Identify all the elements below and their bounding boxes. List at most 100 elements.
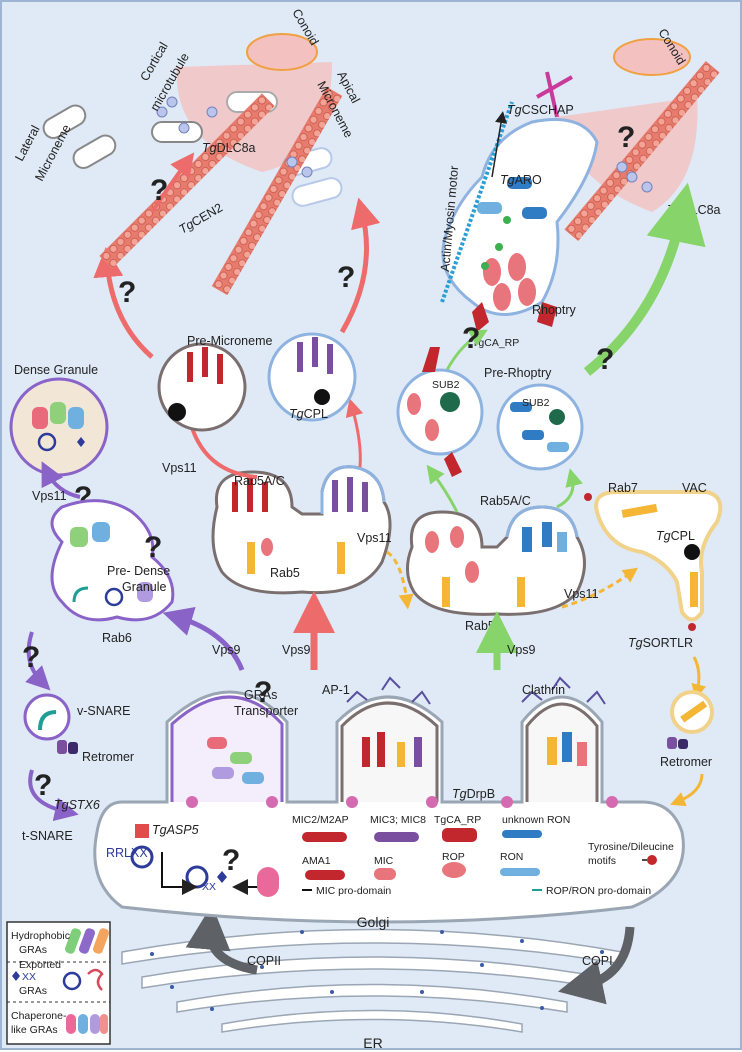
sub2-right-label: SUB2 — [522, 397, 550, 409]
mic2-m2ap-label: MIC2/M2AP — [292, 814, 349, 826]
to-apical-arrow — [339, 197, 381, 334]
apical-left — [42, 33, 343, 296]
vps11-dg-label: Vps11 — [32, 489, 67, 503]
question-conoid-right: ? — [617, 121, 635, 154]
dense-granule-label: Dense Granule — [14, 363, 98, 377]
to-tgcpl-arrow — [345, 398, 364, 468]
golgi-label: Golgi — [357, 914, 390, 930]
mic-prodomain-label: MIC pro-domain — [316, 885, 391, 897]
tgdlc8a-right-label: TgDLC8a — [667, 203, 721, 217]
ama1-label: AMA1 — [302, 855, 331, 867]
rab5-right-label: Rab5 — [465, 619, 495, 633]
to-rhoptry-arrow — [583, 182, 706, 376]
sub2-left-label: SUB2 — [432, 379, 460, 391]
er-label: ER — [363, 1035, 382, 1051]
gras-label-1: GRAs — [244, 688, 277, 702]
tgca-rp-legend-label: TgCA_RP — [434, 814, 481, 826]
question-lateral: ? — [118, 276, 136, 309]
retromer-left-label: Retromer — [82, 750, 134, 764]
legend-exported-1: Exported — [19, 959, 61, 971]
vps9-left-arrow — [162, 606, 245, 671]
copii-label: COPII — [247, 954, 281, 968]
mic-label: MIC — [374, 855, 394, 867]
question-gras: ? — [254, 676, 272, 709]
legend-hydrophobic-2: GRAs — [19, 944, 47, 956]
vps9-left-label: Vps9 — [212, 643, 241, 657]
pre-microneme-1 — [157, 342, 247, 432]
vps11-mic-label: Vps11 — [162, 461, 197, 475]
pre-rhoptry-2 — [496, 383, 584, 471]
unknown-ron-label: unknown RON — [502, 814, 570, 826]
question-prerhoptry: ? — [462, 322, 480, 355]
drpb-label: TgDrpB — [452, 787, 495, 801]
sortlr-label: TgSORTLR — [628, 636, 693, 650]
question-inner: ? — [150, 174, 168, 207]
pre-microneme-2 — [267, 332, 357, 422]
gras-label-2: Transporter — [234, 704, 298, 718]
tyr-dileucine-label-2: motifs — [588, 855, 616, 867]
motor-direction-arrow — [491, 111, 507, 178]
golgi-cargo-legend — [302, 828, 657, 891]
to-prerhoptry-1-arrow — [426, 464, 459, 513]
to-prerhoptry-2-arrow — [556, 468, 583, 509]
retromer-to-golgi-arrow — [670, 773, 704, 807]
tgasp5-label: TgASP5 — [152, 823, 199, 837]
pre-microneme-label: Pre-Microneme — [187, 334, 272, 348]
rop-label: ROP — [442, 851, 465, 863]
vac-organelle — [584, 490, 723, 631]
vsnare-label: v-SNARE — [77, 704, 130, 718]
lateral-label-1: Lateral — [12, 123, 42, 163]
cschap-label: TgCSCHAP — [507, 103, 574, 117]
pre-dense-granule — [50, 499, 175, 622]
tgstx6-label: TgSTX6 — [54, 798, 100, 812]
pre-dense-granule-label-1: Pre- Dense — [107, 564, 170, 578]
question-tsnare: ? — [34, 769, 52, 802]
pre-dense-granule-label-2: Granule — [122, 580, 167, 594]
mic3-mic8-label: MIC3; MIC8 — [370, 814, 426, 826]
rab6-label: Rab6 — [102, 631, 132, 645]
to-retromer-right-arrow — [691, 656, 707, 700]
rab5-rhoptry-compartment — [406, 505, 586, 616]
legend-exported-xx: XX — [22, 971, 36, 983]
legend-chaperone-2: like GRAs — [11, 1024, 58, 1036]
question-rhoptry: ? — [596, 343, 614, 376]
xx-label: XX — [202, 881, 216, 893]
aro-label: TgARO — [500, 173, 542, 187]
retromer-right-label: Retromer — [660, 755, 712, 769]
gra-legend — [6, 921, 111, 1045]
to-tsnare-arrow — [28, 769, 79, 822]
tgcpl-1-label: TgCPL — [289, 407, 328, 421]
legend-exported-2: GRAs — [19, 985, 47, 997]
tgcen2-label: TgCEN2 — [177, 200, 226, 236]
rrlxx-label: RRLXX — [106, 846, 148, 860]
vps11-dg-arrow — [41, 461, 81, 499]
vps11-right-dashed-arrow — [561, 567, 639, 609]
lateral-inner-arrow — [150, 152, 195, 214]
tgdlc8a-left-label: TgDLC8a — [202, 141, 256, 155]
vps11-mid-dashed-arrow — [386, 550, 414, 610]
pre-rhoptry-1 — [396, 347, 484, 477]
question-apical: ? — [337, 261, 355, 294]
copi-arrow — [557, 926, 635, 1005]
tsnare-label: t-SNARE — [22, 829, 73, 843]
copi-label: COPI — [582, 954, 613, 968]
rop-ron-prodomain-label: ROP/RON pro-domain — [546, 885, 651, 897]
question-pdg: ? — [144, 531, 162, 564]
tyr-dileucine-label-1: Tyrosine/Dileucine — [588, 841, 674, 853]
ap1-label: AP-1 — [322, 683, 350, 697]
dense-granule — [9, 377, 109, 477]
copii-arrow — [185, 904, 258, 975]
question-vsnare: ? — [22, 641, 40, 674]
er-organelle — [121, 928, 623, 1033]
vps9-mid-label: Vps9 — [282, 643, 311, 657]
golgi-organelle — [93, 676, 685, 924]
tgcpl-2-label: TgCPL — [656, 529, 695, 543]
to-lateral-arrow — [93, 247, 154, 359]
apical-right — [440, 38, 720, 332]
vps11-mid-label: Vps11 — [357, 531, 392, 545]
vsnare-vesicle — [23, 693, 78, 754]
rhoptry-label: Rhoptry — [532, 303, 577, 317]
vps11-right-label: Vps11 — [564, 587, 599, 601]
